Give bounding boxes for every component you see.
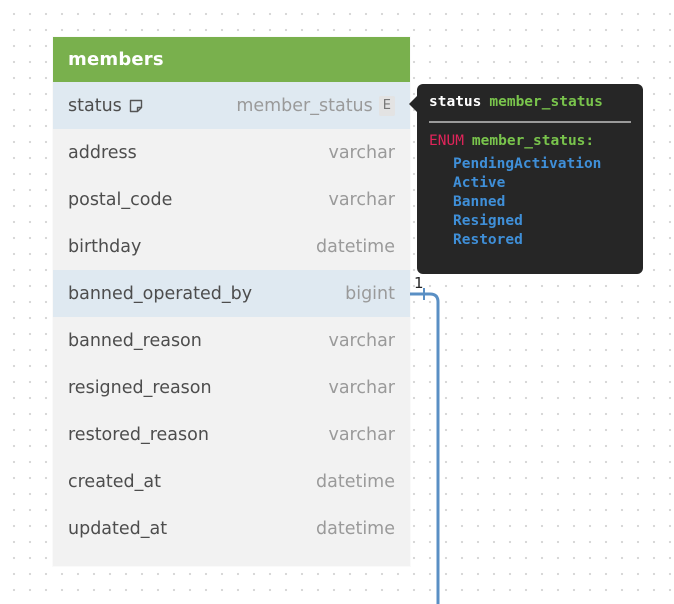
field-type: bigint [345,283,395,304]
field-row-created-at[interactable]: created_at datetime [53,458,410,505]
enum-keyword: ENUM [429,133,464,149]
field-row-restored-reason[interactable]: restored_reason varchar [53,411,410,458]
field-type: varchar [328,142,395,163]
field-name: address [68,142,137,163]
field-name: restored_reason [68,424,209,445]
note-icon[interactable] [128,98,144,114]
field-type: varchar [328,377,395,398]
field-row-address[interactable]: address varchar [53,129,410,176]
field-name: banned_reason [68,330,202,351]
field-row-status[interactable]: status member_status E [53,82,410,129]
field-type: varchar [328,330,395,351]
enum-name: member_status: [471,133,595,149]
field-type: datetime [316,518,395,539]
enum-values: PendingActivation Active Banned Resigned… [453,155,631,250]
field-type: member_status [236,95,373,116]
tooltip-title: status member_status [429,94,631,110]
cardinality-label: 1 [414,274,424,292]
table-title: members [68,49,164,70]
field-name: updated_at [68,518,168,539]
field-row-updated-at[interactable]: updated_at datetime [53,505,410,552]
field-row-resigned-reason[interactable]: resigned_reason varchar [53,364,410,411]
field-name: banned_operated_by [68,283,253,304]
field-name: postal_code [68,189,173,210]
field-type: datetime [316,471,395,492]
enum-value: Resigned [453,213,523,229]
field-name: birthday [68,236,142,257]
tooltip-divider [429,121,631,123]
field-row-banned-operated-by[interactable]: banned_operated_by bigint [53,270,410,317]
enum-badge: E [378,95,395,116]
tooltip-field-type: member_status [489,94,603,110]
enum-tooltip: status member_status ENUM member_status:… [409,84,643,274]
field-name: status [68,95,122,116]
enum-value: Active [453,175,506,191]
field-name: resigned_reason [68,377,212,398]
field-type: varchar [328,424,395,445]
table-rows: status member_status E address varchar p… [53,82,410,566]
field-type: varchar [328,189,395,210]
field-row-birthday[interactable]: birthday datetime [53,223,410,270]
table-header[interactable]: members [53,37,410,82]
field-type: datetime [316,236,395,257]
field-name: created_at [68,471,161,492]
enum-definition: ENUM member_status: [429,133,631,149]
enum-value: Banned [453,194,506,210]
enum-value: Restored [453,232,523,248]
enum-value: PendingActivation [453,156,602,172]
field-row-banned-reason[interactable]: banned_reason varchar [53,317,410,364]
members-table[interactable]: members status member_status E address v… [53,37,410,566]
tooltip-field-name: status [429,94,482,110]
field-row-postal-code[interactable]: postal_code varchar [53,176,410,223]
